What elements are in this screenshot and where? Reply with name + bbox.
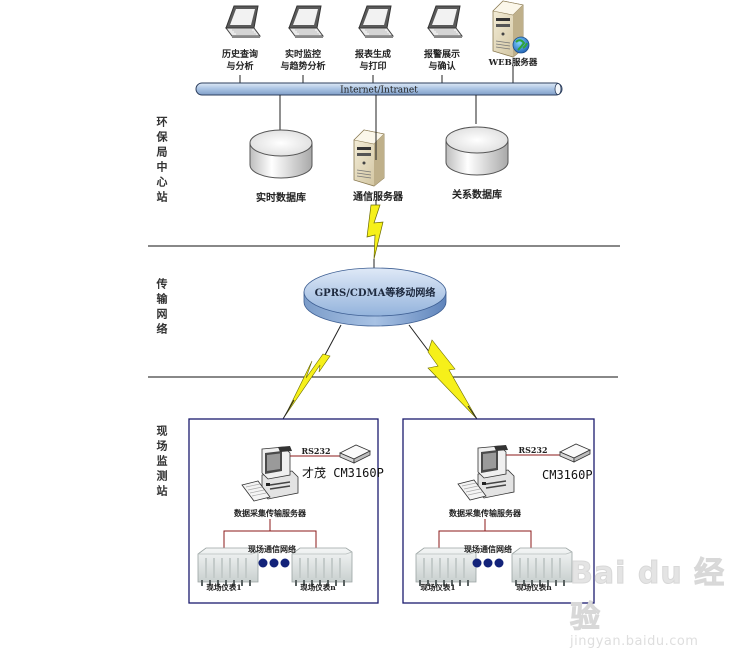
relational-database: 关系数据库 [445, 126, 509, 201]
instrument-n-label: 现场仪表n [516, 582, 552, 592]
dot-icon [269, 558, 279, 568]
web-server-label: WEB服务器 [488, 57, 538, 68]
relational-db-label: 关系数据库 [452, 188, 502, 201]
laptop-icon [427, 5, 463, 39]
dot-icon [483, 558, 493, 568]
comm-server-label: 通信服务器 [353, 190, 404, 203]
client-label-2: 与确认 [428, 60, 456, 72]
wireless-link-icon [408, 324, 478, 420]
laptop-icon [288, 5, 324, 39]
client-label-1: 实时监控 [285, 48, 321, 60]
server-label: 数据采集传输服务器 [449, 508, 522, 518]
section-label-field: 现场监测站 [155, 425, 168, 500]
watermark: Bai du 经验 jingyan.baidu.com [570, 548, 746, 649]
watermark-brand: Bai du 经验 [570, 556, 726, 636]
server-label: 数据采集传输服务器 [234, 508, 307, 518]
field-network-label: 现场通信网络 [248, 544, 296, 554]
dot-icon [472, 558, 482, 568]
instrument-1-label: 现场仪表1 [206, 582, 241, 592]
field-station-1: RS232 才茂 CM3160P 数据采集传输服务器 现场通信网络 现场仪表1 … [188, 418, 384, 604]
web-server: WEB服务器 [488, 0, 538, 85]
architecture-diagram: 历史查询 与分析 实时监控 与趋势分析 报表生成 与打印 报警展示 与确认 WE… [148, 0, 620, 604]
field-network-label: 现场通信网络 [464, 544, 512, 554]
client-history: 历史查询 与分析 [222, 5, 261, 85]
realtime-db-label: 实时数据库 [256, 191, 306, 204]
section-label-center: 环保局中心站 [155, 116, 168, 206]
laptop-icon [225, 5, 261, 39]
mobile-network-label: GPRS/CDMA等移动网络 [315, 286, 436, 299]
device-label: CM3160P [542, 468, 593, 482]
internet-bus: Internet/Intranet [195, 82, 563, 96]
rs232-label: RS232 [301, 446, 330, 456]
dot-icon [280, 558, 290, 568]
wireless-link-icon [366, 200, 384, 270]
wireless-link-icon [282, 324, 342, 420]
client-report: 报表生成 与打印 [355, 5, 394, 85]
client-label-2: 与分析 [226, 60, 253, 72]
database-icon [249, 129, 313, 157]
laptop-icon [358, 5, 394, 39]
client-label-2: 与打印 [359, 60, 386, 72]
realtime-database: 实时数据库 [249, 129, 313, 204]
client-label-1: 报警展示 [424, 48, 460, 60]
instrument-1-label: 现场仪表1 [420, 582, 455, 592]
bus-label: Internet/Intranet [340, 86, 418, 96]
instrument-n-label: 现场仪表n [300, 582, 336, 592]
network-disc-icon [303, 267, 447, 317]
client-label-1: 报表生成 [355, 48, 391, 60]
watermark-url: jingyan.baidu.com [570, 634, 699, 649]
device-label: 才茂 CM3160P [302, 466, 384, 480]
field-station-2: RS232 CM3160P 数据采集传输服务器 现场通信网络 现场仪表1 现场仪… [402, 418, 595, 604]
client-label-2: 与趋势分析 [280, 60, 325, 72]
rs232-label: RS232 [518, 445, 547, 455]
database-icon [445, 126, 509, 154]
instrument-icon [291, 547, 353, 587]
instrument-icon [511, 547, 573, 587]
dot-icon [258, 558, 268, 568]
dot-icon [494, 558, 504, 568]
client-alarm: 报警展示 与确认 [424, 5, 463, 85]
section-label-transport: 传输网络 [155, 278, 168, 338]
server-icon [353, 129, 385, 187]
communication-server: 通信服务器 [353, 129, 404, 203]
client-monitor: 实时监控 与趋势分析 [280, 5, 326, 85]
client-label-1: 历史查询 [222, 48, 258, 60]
mobile-network: GPRS/CDMA等移动网络 [303, 267, 447, 327]
